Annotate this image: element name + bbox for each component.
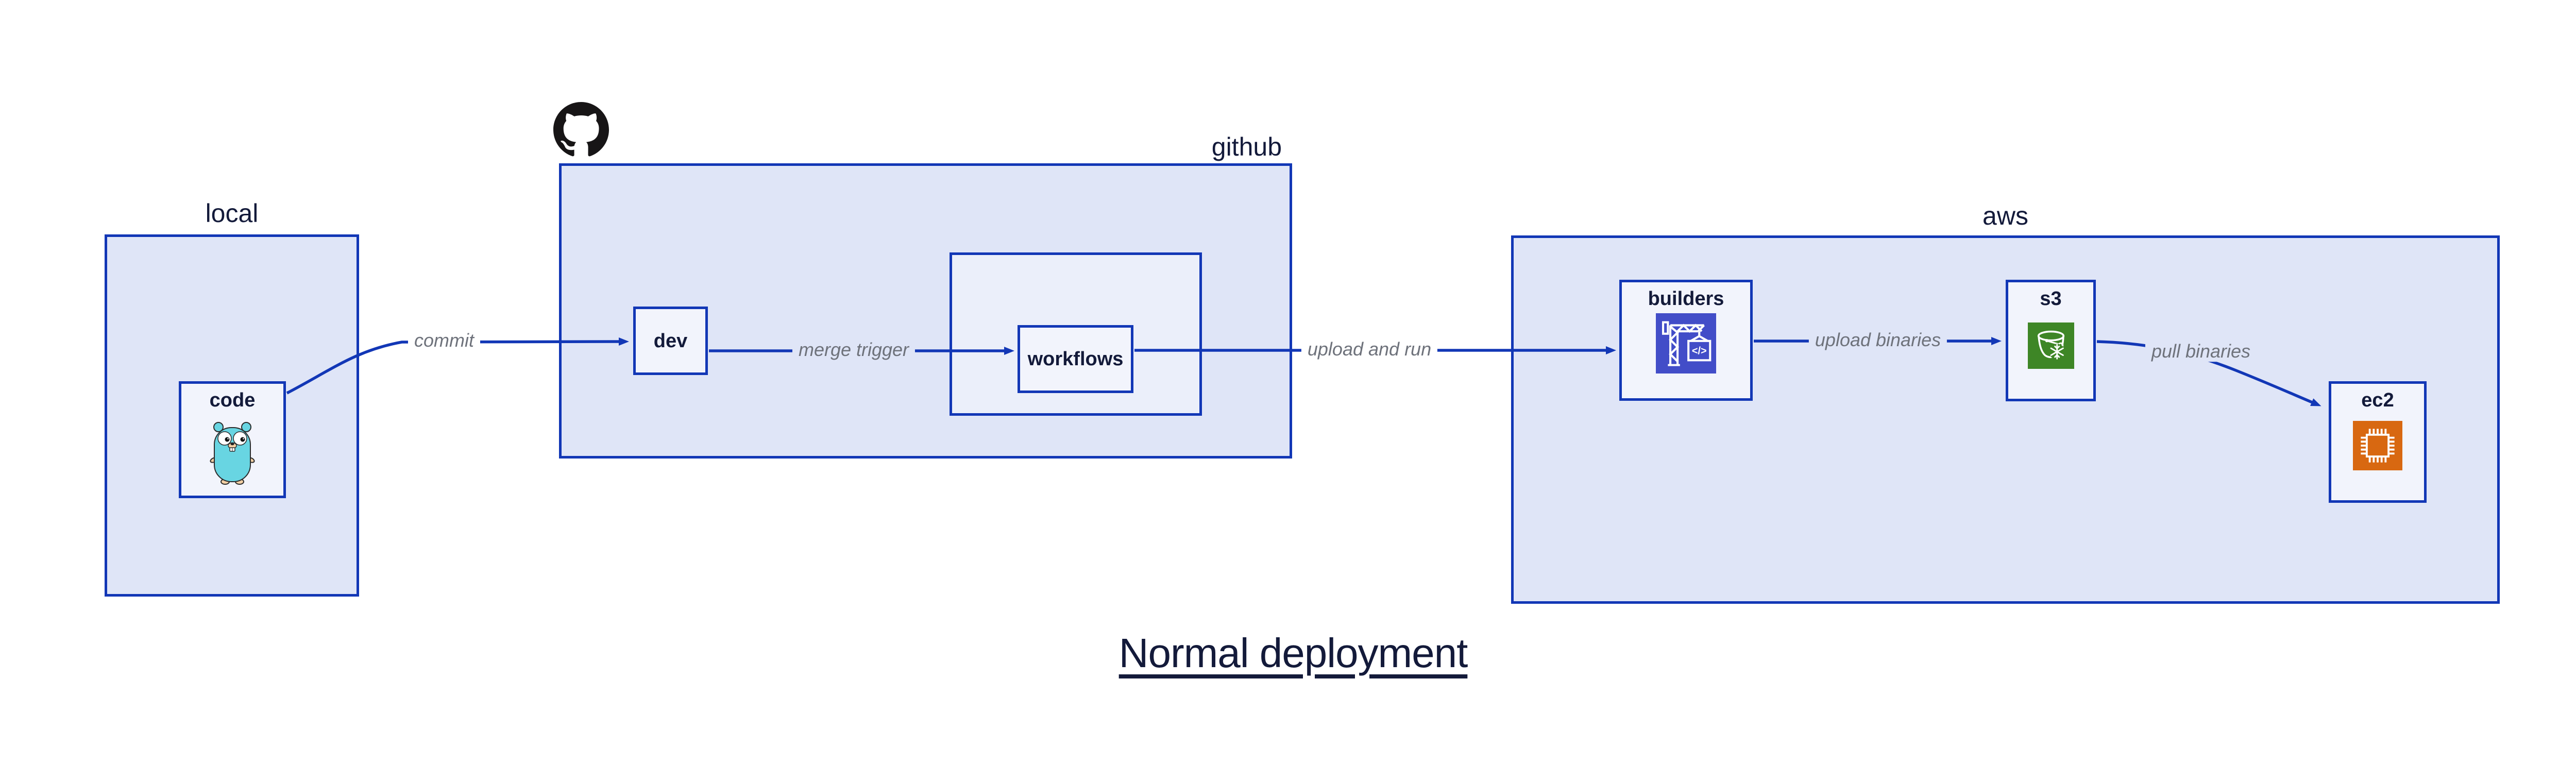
node-builders-label: builders [1648,288,1724,310]
local-container-label: local [205,199,259,228]
codebuild-code-glyph: </> [1692,346,1707,357]
edge-label-upload-and-run: upload and run [1301,338,1438,360]
node-dev-label: dev [653,330,688,352]
github-container-label: github [1211,132,1282,161]
aws-container-label: aws [1982,201,2028,230]
edge-label-pull-binaries: pull binaries [2145,341,2257,362]
node-code: code [179,381,286,498]
aws-ec2-chip-icon [2353,421,2402,470]
node-s3: s3 [2006,280,2096,401]
node-builders: builders </> [1619,280,1753,401]
node-workflows-label: workflows [1027,348,1124,370]
node-ec2: ec2 [2329,381,2427,503]
aws-s3-bucket-icon [2027,322,2074,369]
edge-label-commit: commit [408,330,480,351]
edge-label-merge-trigger: merge trigger [792,339,916,361]
node-s3-label: s3 [2040,288,2062,310]
aws-codebuild-icon: </> [1656,313,1716,373]
github-octocat-icon [553,102,609,157]
node-ec2-label: ec2 [2361,389,2394,411]
node-code-label: code [209,389,256,411]
node-dev: dev [633,307,708,375]
node-workflows: workflows [1018,325,1133,393]
go-gopher-icon [210,422,255,485]
diagram-title: Normal deployment [1118,630,1468,676]
edge-label-upload-binaries: upload binaries [1808,329,1947,351]
